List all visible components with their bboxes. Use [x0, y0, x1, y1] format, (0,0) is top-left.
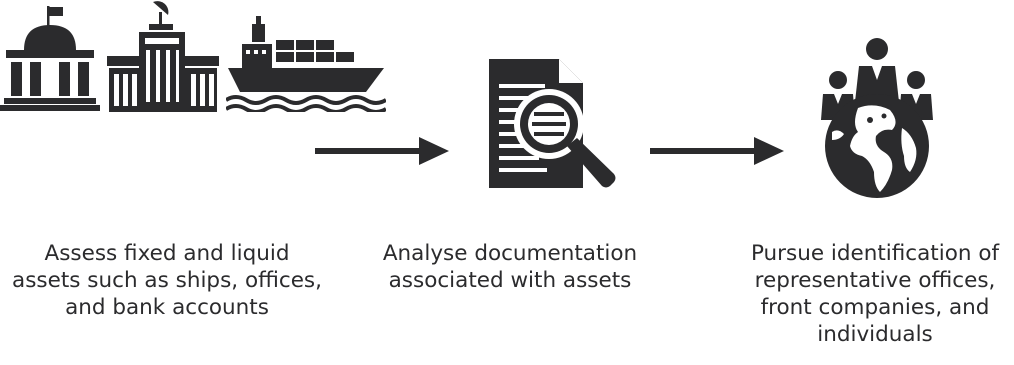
document-magnifier-icon	[489, 59, 616, 188]
step-2-caption: Analyse documentation associated with as…	[370, 240, 650, 294]
caption-line: assets such as ships, offices,	[12, 268, 322, 293]
step-3-caption: Pursue identification of representative …	[736, 240, 1014, 348]
caption-line: Pursue identification of	[750, 241, 1000, 266]
caption-line: individuals	[817, 322, 933, 347]
government-building-icon	[0, 6, 100, 111]
arrow-right-icon	[315, 137, 449, 165]
step-1-caption: Assess fixed and liquid assets such as s…	[0, 240, 334, 321]
caption-line: representative offices,	[754, 268, 996, 293]
caption-line: and bank accounts	[65, 295, 269, 320]
office-building-icon	[107, 1, 220, 112]
globe-people-icon	[821, 38, 933, 198]
caption-line: front companies, and	[760, 295, 990, 320]
caption-line: Analyse documentation	[382, 241, 638, 266]
caption-line: Assess fixed and liquid	[44, 241, 290, 266]
caption-line: associated with assets	[388, 268, 632, 293]
arrow-right-icon	[650, 137, 784, 165]
cargo-ship-icon	[225, 16, 388, 114]
step-1	[0, 0, 1014, 116]
